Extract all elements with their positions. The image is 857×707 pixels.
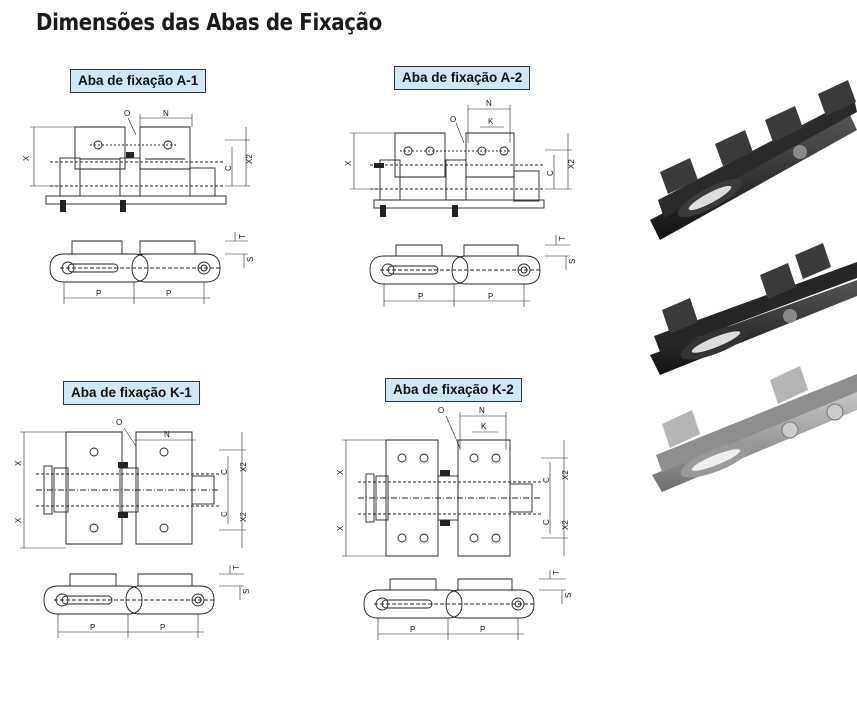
dim-n-k2: N (479, 406, 485, 415)
dim-x-bottom-k1: X (14, 517, 23, 523)
dim-p2-k1: P (160, 623, 165, 632)
diagram-a2: O N K X C X2 T S P P (344, 99, 577, 307)
label-k2: Aba de fixação K-2 (385, 378, 522, 402)
dim-x-a2: X (344, 160, 353, 166)
diagram-k2: O N K X X C C X2 X2 T S P P (336, 406, 573, 640)
dim-c-bottom-k1: C (220, 511, 229, 517)
dim-x2-top-k1: X2 (239, 462, 248, 472)
page-title: Dimensões das Abas de Fixação (36, 10, 382, 36)
dim-p2-a1: P (166, 289, 171, 298)
dim-t-a1: T (238, 234, 247, 239)
label-a1: Aba de fixação A-1 (70, 69, 207, 93)
dim-x2-bottom-k1: X2 (239, 512, 248, 522)
dim-t-k1: T (232, 565, 241, 570)
dim-c-top-k1: C (220, 469, 229, 475)
dim-x-top-k1: X (14, 460, 23, 466)
chain-photo-3 (652, 366, 857, 492)
chain-photo-1 (650, 80, 857, 240)
dim-n-a1: N (163, 109, 169, 118)
dim-s-a2: S (568, 259, 577, 264)
dim-p1-k2: P (410, 625, 415, 634)
dim-x2-a1: X2 (245, 154, 254, 164)
dim-x2-bottom-k2: X2 (561, 520, 570, 530)
dim-c-top-k2: C (542, 477, 551, 483)
dim-o-k2: O (438, 406, 444, 415)
chain-photos (650, 80, 857, 492)
diagram-a1: O N X C X2 T S P P (22, 109, 255, 304)
dim-t-a2: T (558, 236, 567, 241)
chain-photo-2 (650, 243, 857, 375)
dim-t-k2: T (552, 570, 561, 575)
dim-s-k1: S (242, 589, 251, 594)
dim-c-a1: C (224, 165, 233, 171)
dim-n-k1: N (164, 430, 170, 439)
dim-o-a1: O (124, 109, 130, 118)
dim-o-k1: O (116, 418, 122, 427)
dim-p1-k1: P (90, 623, 95, 632)
dim-x2-a2: X2 (567, 159, 576, 169)
dim-s-a1: S (246, 257, 255, 262)
dim-p1-a2: P (418, 292, 423, 301)
label-a2: Aba de fixação A-2 (394, 66, 531, 90)
dim-p1-a1: P (96, 289, 101, 298)
dim-n-a2: N (486, 99, 492, 108)
diagram-k1: O N X X C C X2 X2 T S P P (14, 418, 251, 638)
dim-k-k2: K (481, 422, 487, 431)
dim-x-a1: X (22, 155, 31, 161)
dim-x2-top-k2: X2 (561, 470, 570, 480)
dim-x-bottom-k2: X (336, 525, 345, 531)
dim-o-a2: O (450, 115, 456, 124)
dim-x-top-k2: X (336, 469, 345, 475)
dim-c-bottom-k2: C (542, 519, 551, 525)
dim-p2-a2: P (488, 292, 493, 301)
dim-c-a2: C (546, 170, 555, 176)
dim-p2-k2: P (480, 625, 485, 634)
label-k1: Aba de fixação K-1 (63, 381, 200, 405)
dim-s-k2: S (564, 593, 573, 598)
dim-k-a2: K (488, 117, 494, 126)
